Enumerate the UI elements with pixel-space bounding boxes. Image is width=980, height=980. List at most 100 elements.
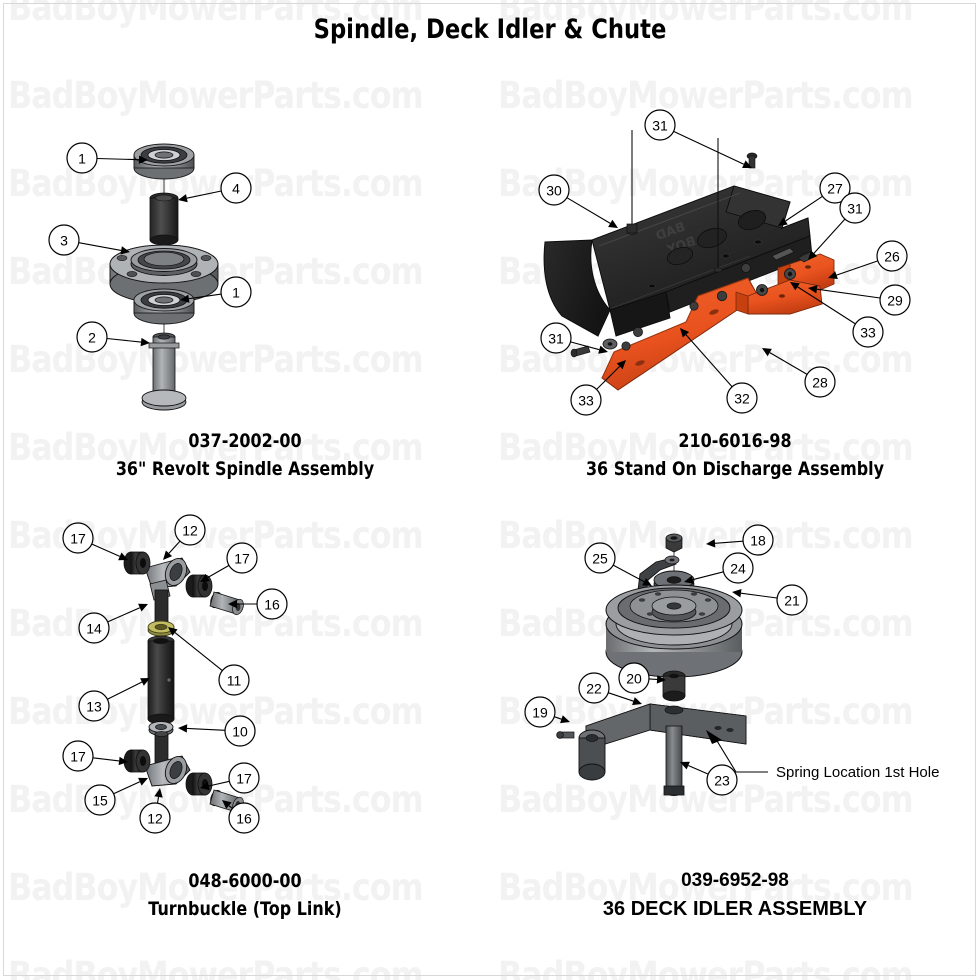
callout-19[interactable]: 19 (524, 696, 570, 728)
callout-bubble[interactable] (224, 715, 256, 747)
part-rod-end-upper (144, 557, 191, 601)
callout-bubble[interactable] (524, 696, 556, 728)
callout-bubble[interactable] (84, 784, 116, 816)
callout-arrowhead (120, 246, 130, 255)
callout-12[interactable]: 12 (139, 788, 171, 834)
callout-bubble[interactable] (839, 192, 871, 224)
callout-bubble[interactable] (256, 588, 288, 620)
callout-31[interactable]: 31 (808, 192, 871, 260)
callout-12[interactable]: 12 (163, 514, 206, 560)
figure-description: 36 Stand On Discharge Assembly (585, 458, 885, 480)
callout-bubble[interactable] (819, 172, 851, 204)
callout-27[interactable]: 27 (778, 172, 851, 226)
callout-3[interactable]: 3 (48, 224, 130, 256)
callout-label: 28 (812, 375, 828, 391)
callout-bubble[interactable] (228, 802, 260, 834)
callout-bubble[interactable] (228, 762, 260, 794)
callout-33[interactable]: 33 (790, 282, 884, 348)
callout-14[interactable]: 14 (78, 603, 148, 644)
callout-bubble[interactable] (804, 366, 836, 398)
callout-bubble[interactable] (139, 802, 171, 834)
callout-bubble[interactable] (66, 142, 98, 174)
part-grease-fitting (556, 731, 575, 739)
callout-leader (816, 288, 881, 299)
callout-bubble[interactable] (540, 322, 572, 354)
callout-33[interactable]: 33 (570, 360, 626, 416)
callout-leader (156, 796, 160, 804)
callout-32[interactable]: 32 (680, 328, 758, 414)
callout-bubble[interactable] (584, 542, 616, 574)
callout-26[interactable]: 26 (828, 240, 908, 279)
figure-description: 36 DECK IDLER ASSEMBLY (602, 898, 868, 920)
callout-label: 29 (887, 293, 903, 309)
callout-17[interactable]: 17 (200, 762, 260, 794)
callout-bubble[interactable] (48, 224, 80, 256)
callout-10[interactable]: 10 (178, 715, 256, 747)
callout-bubble[interactable] (76, 321, 108, 353)
callout-23[interactable]: 23 (680, 761, 738, 796)
figure-discharge-assembly: BAD BOY (490, 60, 980, 500)
callout-label: 31 (548, 331, 564, 347)
callout-label: 27 (827, 181, 843, 197)
callout-bubble[interactable] (570, 384, 602, 416)
part-bearing-bottom (133, 288, 195, 325)
callout-1[interactable]: 1 (180, 276, 252, 308)
callout-bubble[interactable] (726, 382, 758, 414)
part-bearing-spacer (149, 192, 179, 246)
callout-bubble[interactable] (226, 542, 258, 574)
callout-bubble[interactable] (578, 672, 610, 704)
callout-arrowhead (228, 599, 237, 609)
callout-bubble[interactable] (706, 764, 738, 796)
callout-bubble[interactable] (538, 174, 570, 206)
callout-24[interactable]: 24 (684, 552, 754, 584)
callout-leader (797, 286, 856, 325)
callout-17[interactable]: 17 (62, 522, 128, 561)
callout-bubble[interactable] (852, 316, 884, 348)
callout-25[interactable]: 25 (584, 542, 652, 586)
callout-2[interactable]: 2 (76, 321, 150, 353)
callout-21[interactable]: 21 (732, 584, 808, 616)
callout-18[interactable]: 18 (706, 524, 774, 556)
callout-bubble[interactable] (220, 276, 252, 308)
callout-4[interactable]: 4 (178, 172, 252, 204)
callout-31[interactable]: 31 (644, 109, 752, 168)
callout-leader (692, 571, 724, 581)
callout-bubble[interactable] (742, 524, 774, 556)
callout-arrowhead (828, 271, 838, 279)
part-chute-bracket-lower (735, 279, 823, 315)
callout-17[interactable]: 17 (200, 542, 258, 582)
callout-label: 17 (236, 771, 252, 787)
callout-bubble[interactable] (220, 172, 252, 204)
callout-1[interactable]: 1 (66, 142, 148, 174)
callout-bubble[interactable] (174, 514, 206, 546)
callout-20[interactable]: 20 (618, 662, 666, 694)
callout-bubble[interactable] (776, 584, 808, 616)
callout-31[interactable]: 31 (540, 322, 608, 354)
callout-30[interactable]: 30 (538, 174, 618, 228)
callout-bubble[interactable] (876, 240, 908, 272)
callout-13[interactable]: 13 (78, 678, 150, 722)
callout-29[interactable]: 29 (808, 284, 911, 316)
callout-bubble[interactable] (78, 690, 110, 722)
callout-17[interactable]: 17 (62, 740, 128, 772)
callout-bubble[interactable] (722, 552, 754, 584)
callout-bubble[interactable] (62, 522, 94, 554)
callout-bubble[interactable] (78, 612, 110, 644)
callout-15[interactable]: 15 (84, 777, 148, 816)
callout-16[interactable]: 16 (228, 588, 288, 620)
callout-bubble[interactable] (879, 284, 911, 316)
callout-leader (207, 564, 230, 578)
callout-28[interactable]: 28 (762, 348, 836, 398)
callout-label: 18 (750, 533, 766, 549)
callout-arrowhead (200, 573, 210, 582)
callout-bubble[interactable] (618, 662, 650, 694)
callout-22[interactable]: 22 (578, 672, 642, 706)
callout-bubble[interactable] (218, 664, 250, 696)
callout-11[interactable]: 11 (168, 627, 250, 696)
callout-bubble[interactable] (62, 740, 94, 772)
callout-16[interactable]: 16 (222, 800, 260, 834)
callout-label: 16 (236, 811, 252, 827)
callout-bubble[interactable] (644, 109, 676, 141)
